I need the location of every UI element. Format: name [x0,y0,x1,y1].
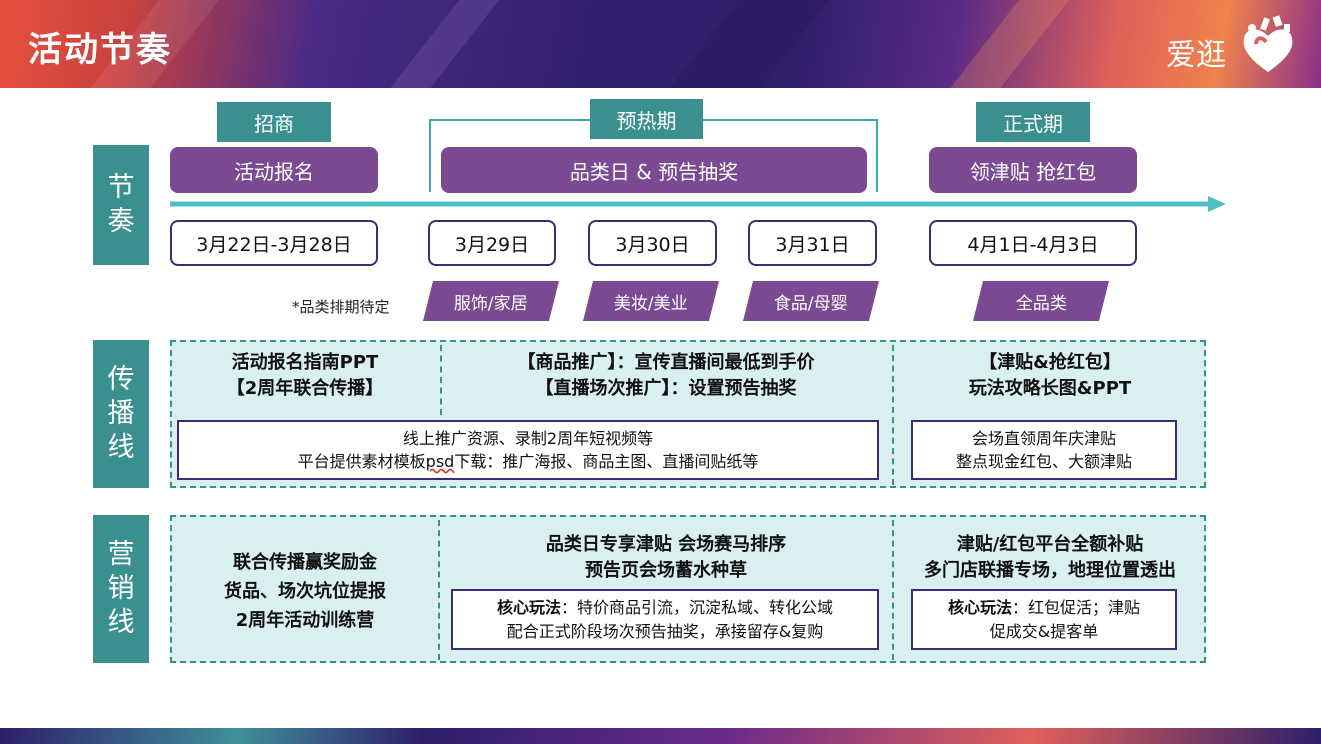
heart-logo-icon [1243,15,1293,72]
propagation-col3-text: 【津贴&抢红包】玩法攻略长图&PPT [968,352,1132,400]
side-label-rhythm: 节奏 [93,145,149,265]
activity-subsidy: 领津贴 抢红包 [929,147,1137,193]
activity-category-day: 品类日 & 预告抽奖 [441,147,867,193]
marketing-col2-text: 品类日专享津贴 会场赛马排序预告页会场蓄水种草 [545,534,787,582]
propagation-col2-text: 【商品推广】：宣传直播间最低到手价【直播场次推广】：设置预告抽奖 [517,352,815,400]
propagation-resources-box: 线上推广资源、录制2周年短视频等 平台提供素材模板psd下载：推广海报、商品主图… [177,420,879,480]
category-note: *品类排期待定 [292,298,390,316]
page-title: 活动节奏 [28,30,172,70]
phase-tag-formal: 正式期 [976,102,1090,142]
propagation-subsidy-box: 会场直领周年庆津贴整点现金红包、大额津贴 [911,420,1177,480]
divider [440,345,442,415]
category-tag: 食品/母婴 [743,281,879,321]
timeline-arrow [170,196,1226,212]
core-gameplay-box-formal: 核心玩法：红包促活；津贴 促成交&提客单 [911,589,1177,650]
preheat-bracket [429,119,878,192]
category-tag: 全品类 [973,281,1109,321]
divider [892,345,894,485]
phase-tag-recruit: 招商 [217,102,331,142]
date-box: 4月1日-4月3日 [929,220,1137,266]
date-box: 3月29日 [428,220,556,266]
core-gameplay-box: 核心玩法：特价商品引流，沉淀私域、转化公域 配合正式阶段场次预告抽奖，承接留存&… [451,589,879,650]
footer-banner [0,728,1321,744]
propagation-col1-text: 活动报名指南PPT【2周年联合传播】 [226,352,384,400]
side-label-propagation: 传播线 [93,340,149,488]
date-box: 3月31日 [748,220,877,266]
divider [438,520,440,660]
date-box: 3月22日-3月28日 [170,220,378,266]
logo-text: 爱逛 [1166,38,1226,73]
category-tag: 服饰/家居 [423,281,559,321]
side-label-marketing: 营销线 [93,515,149,663]
date-box: 3月30日 [588,220,717,266]
marketing-col3-text: 津贴/红包平台全额补贴多门店联播专场，地理位置透出 [924,534,1176,582]
activity-signup: 活动报名 [170,147,378,193]
divider [892,520,894,660]
phase-tag-preheat: 预热期 [590,99,703,139]
category-tag: 美妆/美业 [583,281,719,321]
header-banner: 活动节奏 爱逛 [0,0,1321,88]
